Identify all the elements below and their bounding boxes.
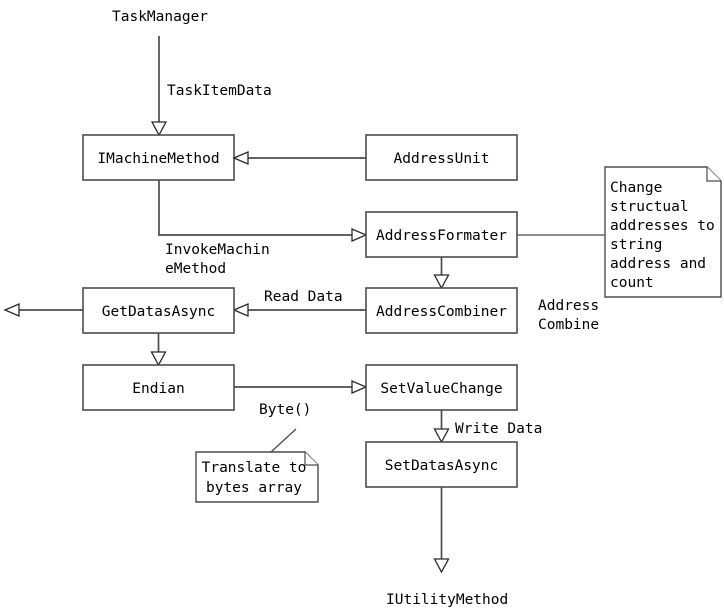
box-label-endian: Endian [132, 381, 184, 397]
edge-label-write-data: Write Data [455, 421, 542, 437]
arrow-head-endian-to-setvaluechange [351, 380, 368, 394]
arrow-head-addressunit-to-imachinemethod [232, 151, 249, 165]
note-address-format-line-1: Change [610, 180, 662, 196]
box-label-address-combiner: AddressCombiner [376, 304, 507, 320]
free-label-address-combine-line1: Address [538, 298, 599, 314]
edge-label-byte-array: Byte() [259, 402, 311, 418]
note-translate-bytes-fold [304, 452, 318, 466]
arrow-head-taskmanager-to-imachinemethod [150, 121, 168, 137]
edge-label-read-data: Read Data [264, 289, 343, 305]
box-address-formater[interactable] [365, 211, 518, 258]
note-translate-bytes-body [195, 451, 319, 503]
box-label-set-value-change: SetValueChange [380, 381, 502, 397]
box-endian[interactable] [82, 364, 235, 411]
box-label-address-unit: AddressUnit [393, 151, 489, 167]
note-address-format-line-2: structual [610, 199, 689, 215]
connector-imachinemethod-to-addressformater [158, 180, 353, 236]
box-label-address-formater: AddressFormater [376, 228, 507, 244]
arrow-head-imachinemethod-to-addressformater [351, 228, 368, 242]
connector-note-translate-leader [270, 428, 297, 453]
note-translate-bytes-line-1: Translate to [202, 460, 307, 476]
box-label-set-datas-async: SetDatasAsync [385, 458, 499, 474]
note-address-format-line-4: string [610, 237, 662, 253]
box-address-combiner[interactable] [365, 287, 518, 334]
arrow-head-setvaluechange-to-setdatasasync [433, 428, 450, 444]
note-address-format-line-5: address and [610, 256, 706, 272]
endpoint-label-task-manager: TaskManager [112, 9, 208, 25]
arrow-head-getdatasasync-to-endian [150, 351, 167, 367]
note-address-format-line-3: addresses to [610, 218, 715, 234]
edge-label-invoke-machine-method-line1: InvokeMachin [165, 242, 270, 258]
edge-label-task-item-data: TaskItemData [167, 83, 272, 99]
free-label-address-combine-line2: Combine [538, 317, 599, 333]
note-address-format-line-6: count [610, 275, 654, 291]
arrow-head-getdatasasync-output-left [3, 303, 20, 317]
box-set-datas-async[interactable] [365, 441, 518, 488]
note-translate-bytes-line-2: bytes array [206, 480, 302, 496]
arrow-head-addresscombiner-to-getdatasasync [232, 303, 249, 317]
box-address-unit[interactable] [365, 134, 518, 181]
arrow-head-setdatasasync-to-iutilitymethod [433, 558, 450, 574]
box-label-imachine-method: IMachineMethod [97, 151, 219, 167]
note-address-format-fold [706, 167, 721, 182]
edge-label-invoke-machine-method-line2: eMethod [165, 261, 226, 277]
endpoint-label-iutility-method: IUtilityMethod [386, 592, 508, 608]
arrow-head-addressformater-to-addresscombiner [433, 274, 450, 290]
box-label-get-datas-async: GetDatasAsync [102, 304, 216, 320]
note-address-format-body [604, 166, 722, 298]
